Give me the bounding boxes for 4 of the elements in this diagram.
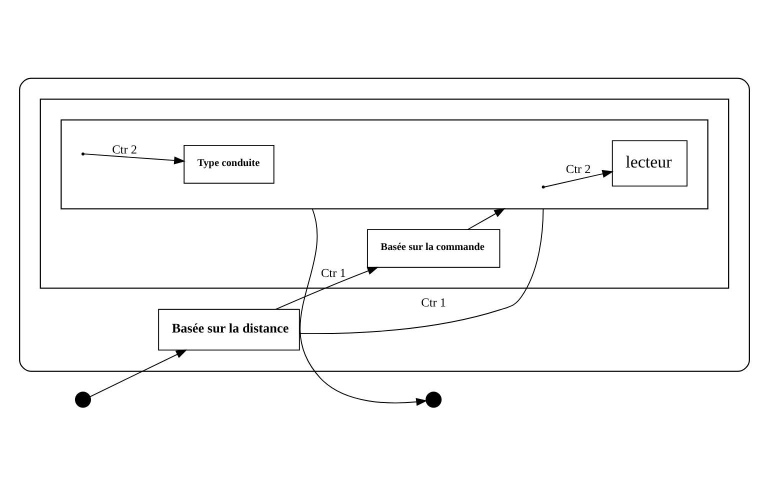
edge-label: Ctr 2 <box>112 142 138 156</box>
edge-label: Ctr 2 <box>566 162 591 176</box>
edge-label: Ctr 1 <box>320 266 346 280</box>
edge-label: Ctr 1 <box>421 294 446 309</box>
